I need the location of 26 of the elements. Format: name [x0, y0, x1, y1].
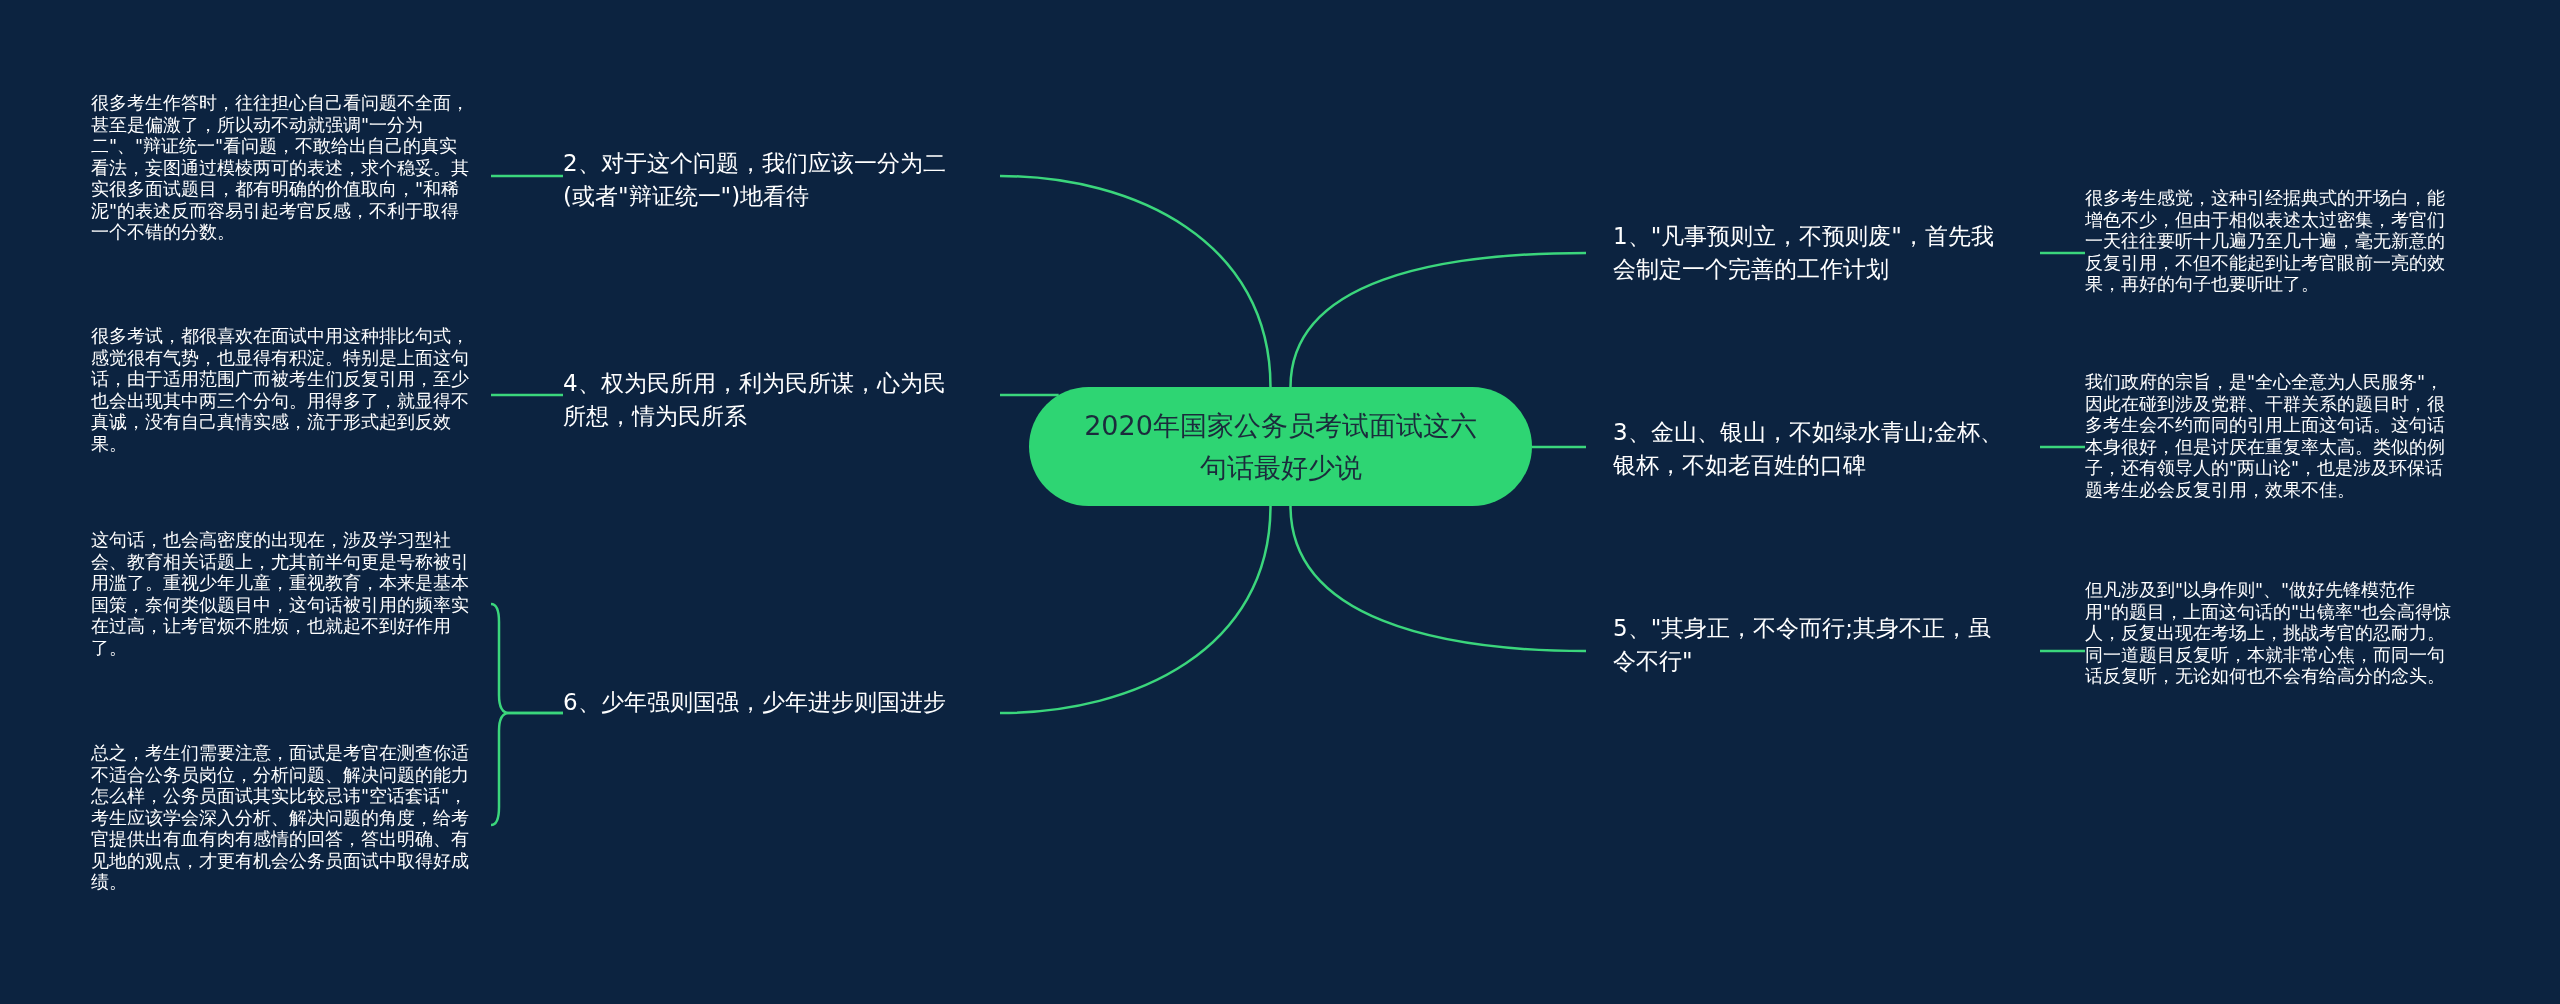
branch-topic: 1、"凡事预则立，不预则废"，首先我会制定一个完善的工作计划	[1586, 220, 2040, 286]
central-topic: 2020年国家公务员考试面试这六句话最好少说	[1029, 387, 1532, 506]
connector-line	[1000, 393, 1059, 397]
connector-line	[2040, 251, 2085, 255]
branch-topic: 4、权为民所用，利为民所谋，心为民所想，情为民所系	[563, 367, 1000, 433]
connector-line	[1532, 445, 1586, 449]
branch-topic: 5、"其身正，不令而行;其身不正，虽令不行"	[1586, 612, 2040, 678]
connector-line	[2040, 649, 2085, 653]
connector-line	[2040, 445, 2085, 449]
branch-topic: 6、少年强则国强，少年进步则国进步	[563, 686, 1000, 719]
note-text: 很多考生感觉，这种引经据典式的开场白，能增色不少，但由于相似表述太过密集，考官们一天往往要听十几遍乃至几十遍，毫无新意的反复引用，不但不能起到让考官眼前一亮的效果，再好的句子也要听吐了。	[2085, 188, 2477, 296]
connector-line	[490, 711, 563, 827]
note-text: 这句话，也会高密度的出现在，涉及学习型社会、教育相关话题上，尤其前半句更是号称被引用滥了。重视少年儿童，重视教育，本来是基本国策，奈何类似题目中，这句话被引用的频率实在过高，让考官烦不胜烦，也就起不到好作用了。	[91, 530, 491, 659]
branch-topic: 2、对于这个问题，我们应该一分为二(或者"辩证统一")地看待	[563, 147, 1000, 213]
note-text: 很多考试，都很喜欢在面试中用这种排比句式，感觉很有气势，也显得有积淀。特别是上面这句话，由于适用范围广而被考生们反复引用，至少也会出现其中两三个分句。用得多了，就显得不真诚，没有自己真情实感，流于形式起到反效果。	[91, 326, 491, 455]
note-text: 很多考生作答时，往往担心自己看问题不全面，甚至是偏激了，所以动不动就强调"一分为二"、"辩证统一"看问题，不敢给出自己的真实看法，妄图通过模棱两可的表述，求个稳妥。其实很多面试题目，都有明确的价值取向，"和稀泥"的表述反而容易引起考官反感，不利于取得一个不错的分数。	[91, 93, 491, 244]
connector-line	[999, 505, 1272, 715]
connector-line	[491, 174, 563, 178]
connector-line	[1289, 505, 1587, 653]
note-text: 总之，考生们需要注意，面试是考官在测查你适不适合公务员岗位，分析问题、解决问题的能力怎么样，公务员面试其实比较忌讳"空话套话"，考生应该学会深入分析、解决问题的角度，给考官提供出有血有肉有感情的回答，答出明确、有见地的观点，才更有机会公务员面试中取得好成绩。	[91, 743, 491, 894]
note-text: 我们政府的宗旨，是"全心全意为人民服务"，因此在碰到涉及党群、干群关系的题目时，很多考生会不约而同的引用上面这句话。这句话本身很好，但是讨厌在重复率太高。类似的例子，还有领导人的"两山论"，也是涉及环保话题考生必会反复引用，效果不佳。	[2085, 372, 2477, 501]
connector-line	[999, 174, 1272, 388]
connector-line	[491, 393, 563, 397]
connector-line	[1289, 251, 1586, 388]
note-text: 但凡涉及到"以身作则"、"做好先锋模范作用"的题目，上面这句话的"出镜率"也会高得惊人，反复出现在考场上，挑战考官的忍耐力。同一道题目反复听，本就非常心焦，而同一句话反复听，无论如何也不会有给高分的念头。	[2085, 580, 2477, 688]
branch-topic: 3、金山、银山，不如绿水青山;金杯、银杯，不如老百姓的口碑	[1586, 416, 2040, 482]
